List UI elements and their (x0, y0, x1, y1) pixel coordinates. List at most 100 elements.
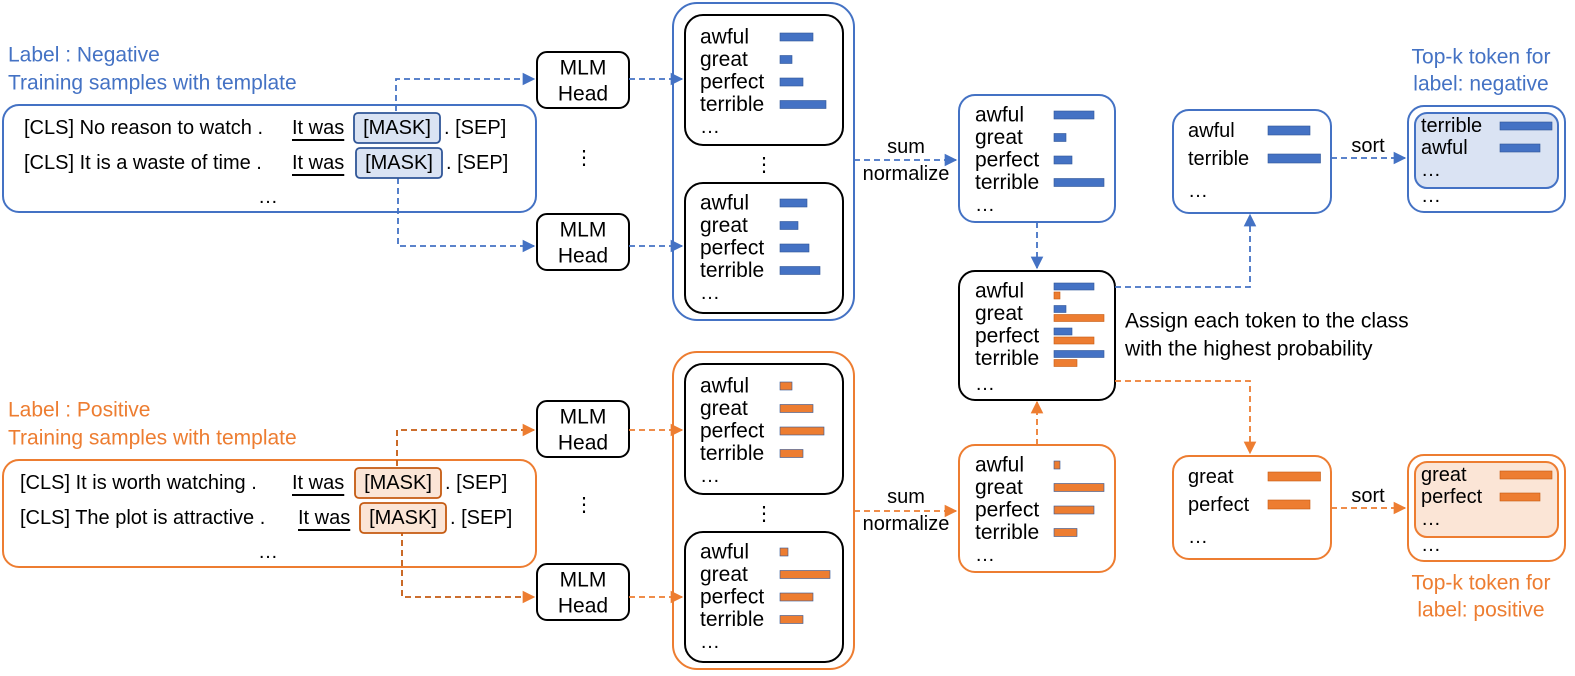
positive-mask-2: [MASK] (369, 507, 437, 529)
positive-sample-1-prefix: [CLS] It is worth watching . (20, 472, 257, 494)
positive-samples-ellipsis: … (258, 541, 278, 563)
positive-samples-box (2, 459, 537, 568)
negative-samples-ellipsis: … (258, 186, 278, 208)
negative-aggregated-token-awful: awful (975, 104, 1024, 127)
positive-topk-bar-great (1499, 470, 1553, 480)
negative-sample-2-template: It was (292, 152, 344, 174)
positive-dist-top-bar-perfect (779, 426, 825, 436)
positive-dist-top-token-awful: awful (700, 375, 749, 398)
compare-caption-line-2: with the highest probability (1124, 338, 1373, 361)
positive-dist-bottom-token-perfect: perfect (700, 586, 764, 609)
negative-topk-inner (1414, 112, 1559, 189)
positive-mlm-head-2-label-line-1: MLM (560, 569, 607, 592)
positive-aggregated-bar-terrible (1053, 528, 1078, 537)
positive-mask-1: [MASK] (364, 472, 432, 494)
negative-mlm-head-1 (536, 51, 630, 109)
negative-subtitle: Training samples with template (8, 72, 297, 95)
positive-dist-bottom-token-great: great (700, 563, 748, 586)
compare-token-terrible: terrible (975, 347, 1039, 370)
negative-dist-bottom-bar-awful (779, 198, 808, 208)
negative-assigned-token-awful: awful (1188, 120, 1235, 142)
negative-distribution-container (672, 2, 855, 321)
compare-token-great: great (975, 302, 1023, 325)
positive-topk-token-great: great (1421, 464, 1467, 486)
negative-assigned-token-terrible: terrible (1188, 148, 1249, 170)
negative-dist-top-bar-terrible (779, 100, 827, 109)
negative-topk-outer-ellipsis: … (1421, 185, 1441, 207)
positive-topk-ellipsis: … (1421, 508, 1441, 530)
compare-token-perfect: perfect (975, 325, 1039, 348)
negative-dist-top-ellipsis: … (700, 116, 720, 138)
negative-topk-bar-awful (1499, 143, 1541, 153)
positive-heads-vdots: ⋮ (574, 494, 594, 516)
negative-topk-token-terrible: terrible (1421, 115, 1482, 137)
positive-distribution-top (684, 363, 844, 495)
positive-dist-bottom-bar-awful (779, 547, 789, 557)
positive-aggregated-token-terrible: terrible (975, 521, 1039, 544)
negative-assigned-ellipsis: … (1188, 180, 1208, 202)
negative-mlm-head-2-label-line-2: Head (558, 245, 608, 268)
negative-mask-box-1 (353, 112, 441, 144)
compare-ellipsis: … (975, 373, 995, 395)
positive-arrow-sample2-to-head2 (401, 530, 536, 604)
negative-distribution-bottom (684, 182, 844, 314)
negative-aggregated-ellipsis: … (975, 194, 995, 216)
compare-token-awful: awful (975, 280, 1024, 303)
negative-mlm-head-1-label-line-1: MLM (560, 57, 607, 80)
negative-topk-title-line-1: Top-k token for (1412, 46, 1551, 69)
positive-aggregated-token-great: great (975, 476, 1023, 499)
negative-mask-1: [MASK] (363, 117, 431, 139)
positive-mask-box-1 (354, 467, 442, 499)
negative-aggregated-bar-terrible (1053, 178, 1105, 187)
compare-caption-line-1: Assign each token to the class (1125, 310, 1409, 333)
positive-dist-top-ellipsis: … (700, 465, 720, 487)
compare-bar-positive-awful (1053, 291, 1061, 300)
negative-arrow-sample1-to-head1 (395, 72, 536, 111)
positive-mlm-head-2-label-line-2: Head (558, 595, 608, 618)
positive-assigned-bar-perfect (1267, 499, 1311, 510)
positive-aggregated-ellipsis: … (975, 544, 995, 566)
positive-assigned-token-perfect: perfect (1188, 494, 1250, 516)
negative-dist-bottom-token-great: great (700, 214, 748, 237)
negative-aggregated-bar-great (1053, 133, 1067, 142)
positive-dist-top-bar-terrible (779, 449, 804, 458)
compare-bar-positive-perfect (1053, 336, 1095, 345)
positive-assigned-bar-great (1267, 471, 1321, 482)
positive-sample-2-suffix: . [SEP] (450, 507, 512, 529)
negative-mlm-head-2 (536, 213, 630, 271)
positive-dist-bottom-token-terrible: terrible (700, 608, 764, 631)
negative-samples-box (2, 104, 537, 213)
negative-dist-top-token-perfect: perfect (700, 71, 764, 94)
positive-dist-bottom-bar-perfect (779, 592, 814, 602)
negative-dist-top-token-terrible: terrible (700, 93, 764, 116)
positive-topk-bar-perfect (1499, 492, 1541, 502)
positive-sample-2-prefix: [CLS] The plot is attractive . (20, 507, 265, 529)
positive-aggregated-bar-perfect (1053, 505, 1095, 515)
negative-aggregated-bar-awful (1053, 110, 1095, 120)
negative-dist-top-bar-perfect (779, 77, 804, 87)
negative-arrow-compare-to-assigned (1115, 213, 1257, 288)
negative-dist-bottom-bar-terrible (779, 266, 821, 275)
positive-dist-top-token-terrible: terrible (700, 442, 764, 465)
positive-mlm-head-2 (536, 563, 630, 621)
compare-bar-positive-great (1053, 314, 1105, 322)
positive-normalize-label: normalize (863, 513, 950, 535)
negative-assigned-bar-terrible (1267, 153, 1321, 164)
compare-bar-negative-great (1053, 305, 1067, 313)
negative-dist-bottom-bar-great (779, 221, 799, 230)
negative-sample-2-prefix: [CLS] It is a waste of time . (24, 152, 262, 174)
positive-dist-bottom-bar-terrible (779, 615, 804, 624)
positive-label: Label : Positive (8, 399, 150, 422)
positive-subtitle: Training samples with template (8, 427, 297, 450)
negative-mask-box-2 (355, 147, 443, 179)
positive-mask-box-2 (359, 502, 447, 534)
negative-arrow-sample2-to-head2 (397, 178, 536, 253)
negative-distribution-top (684, 14, 844, 146)
positive-topk-token-perfect: perfect (1421, 486, 1483, 508)
positive-mlm-head-1 (536, 400, 630, 458)
negative-dist-top-token-awful: awful (700, 26, 749, 49)
negative-label: Label : Negative (8, 44, 160, 67)
positive-dist-top-bar-awful (779, 381, 793, 391)
negative-mask-2: [MASK] (365, 152, 433, 174)
